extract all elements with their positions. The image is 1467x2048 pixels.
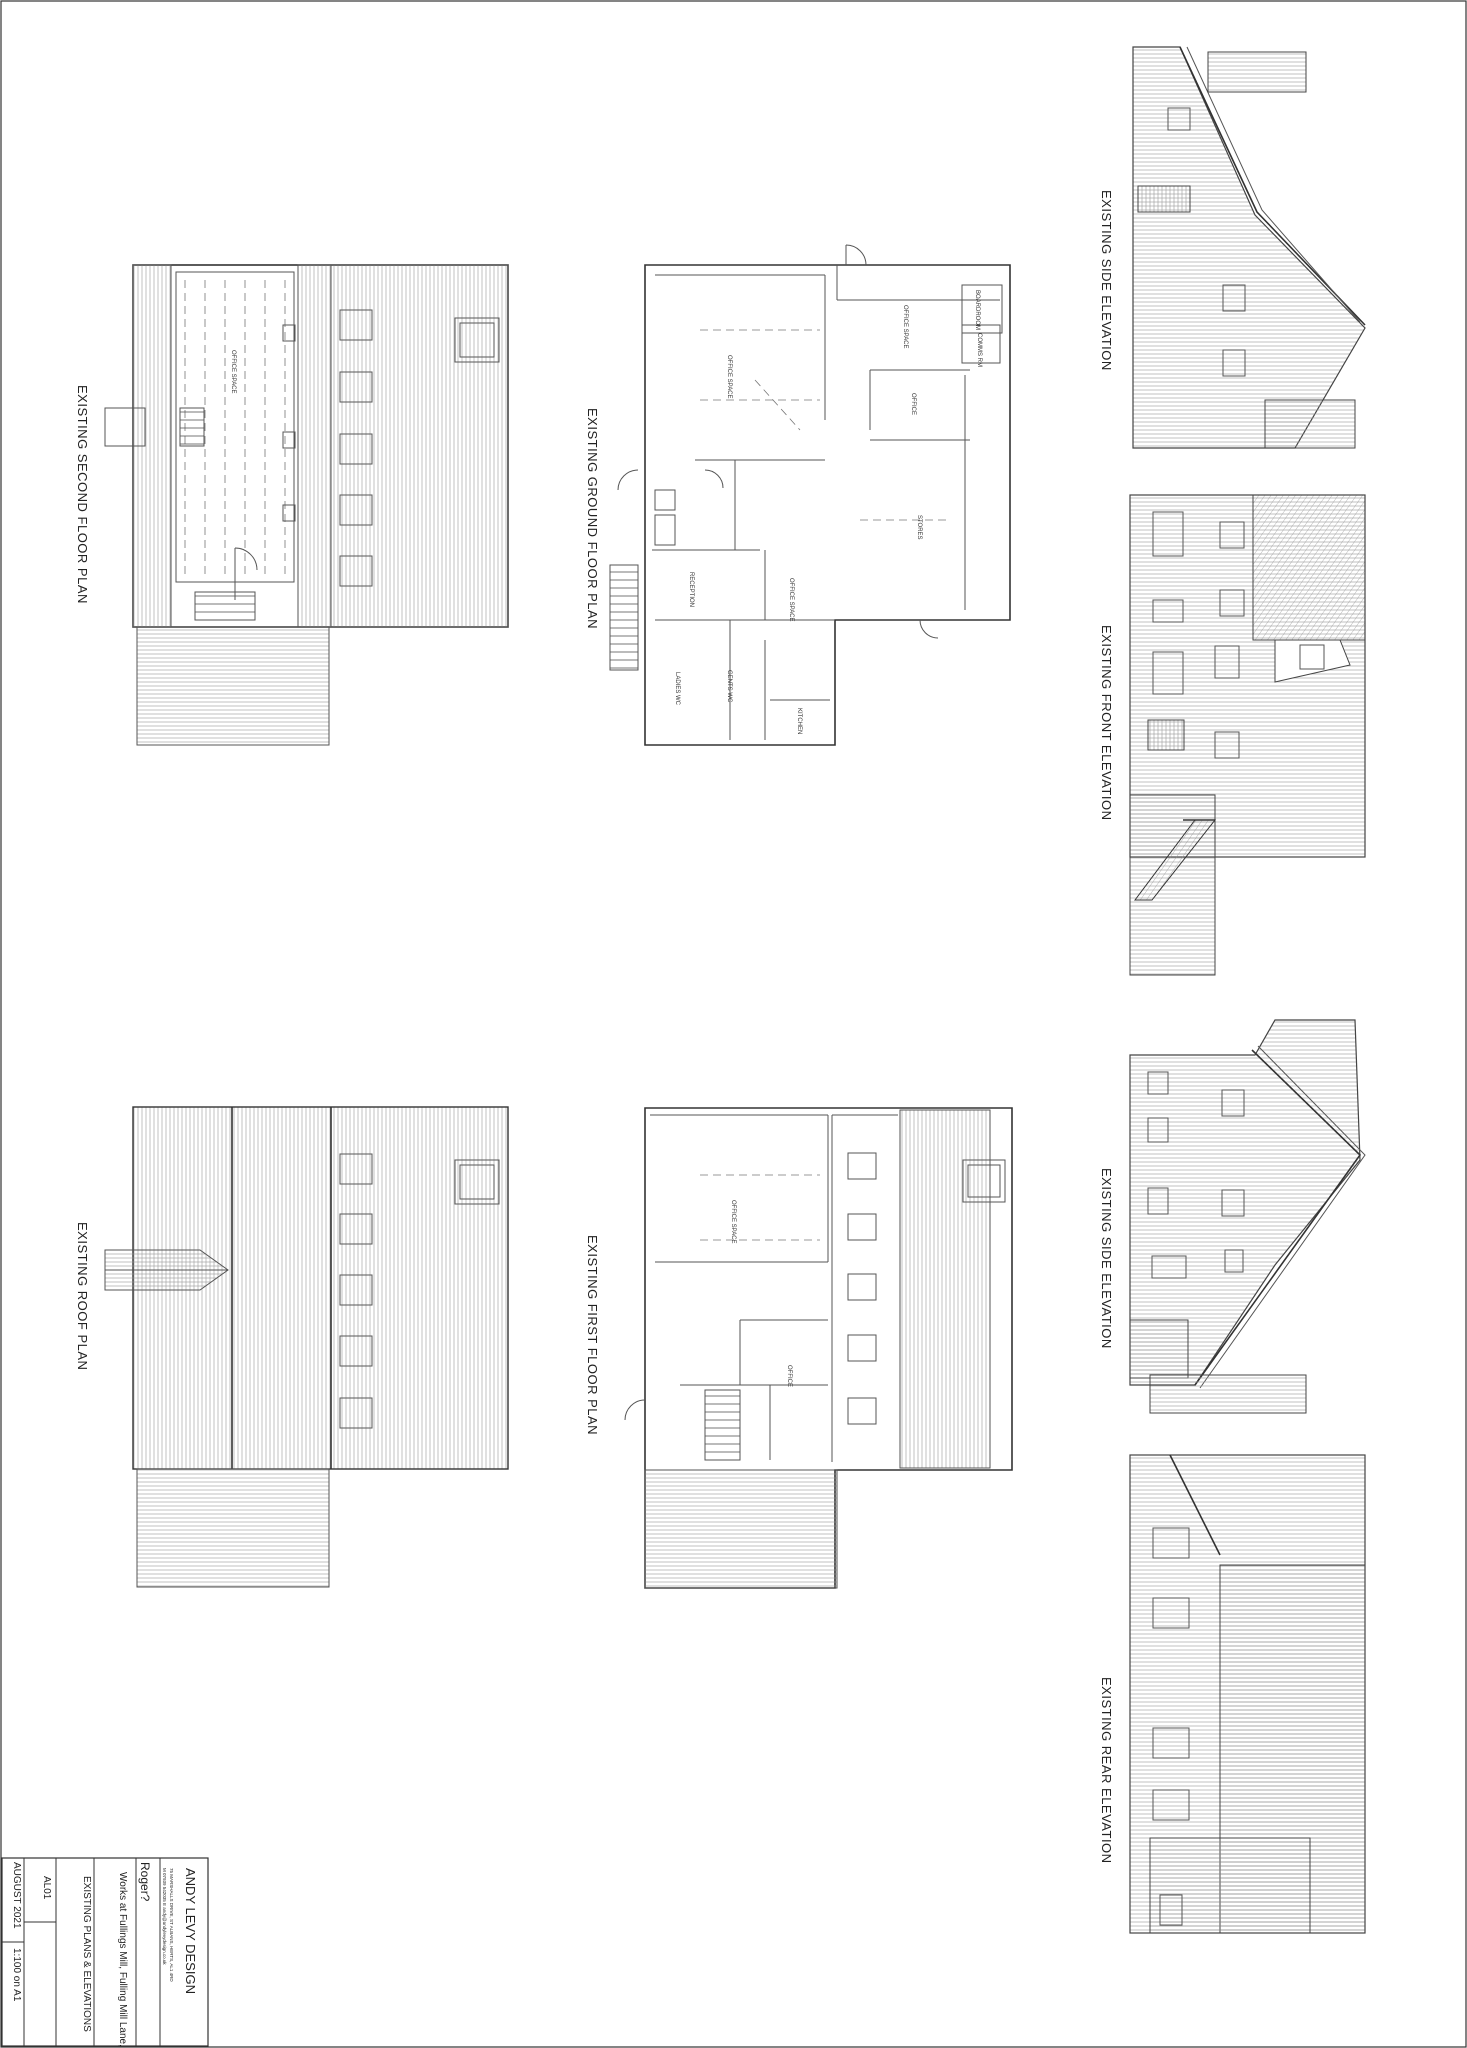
drawing-number: AL01	[41, 1876, 52, 1900]
room-label-boardroom: BOARDROOM	[974, 290, 980, 330]
room-label-gents-wc: GENTS WC	[726, 670, 732, 703]
title-roof-plan: EXISTING ROOF PLAN	[75, 1222, 90, 1370]
drawing-title: EXISTING PLANS & ELEVATIONS	[81, 1876, 92, 2032]
room-label-kitchen: KITCHEN	[796, 708, 802, 734]
room-label-office-space-2: OFFICE SPACE	[902, 305, 908, 349]
room-label-office-space: OFFICE SPACE	[230, 350, 236, 394]
room-label-first-office: OFFICE	[786, 1365, 792, 1387]
first-floor-plan: OFFICE SPACE OFFICE EXISTING FIRST FLOOR…	[585, 1107, 1013, 1589]
side-elevation-middle: EXISTING SIDE ELEVATION	[1099, 1019, 1366, 1414]
title-ground-floor-plan: EXISTING GROUND FLOOR PLAN	[585, 408, 600, 629]
drawing-scale: 1:100 on A1	[11, 1948, 22, 2002]
project-line: Works at Fullings Mill, Fulling Mill Lan…	[117, 1872, 128, 2048]
room-label-comms: COMMS RM	[976, 333, 982, 367]
second-floor-plan: OFFICE SPACE EXISTING SECOND FLOOR PLAN	[75, 264, 509, 746]
room-label-ladies-wc: LADIES WC	[674, 672, 680, 706]
project-text: Works at Fullings Mill, Fulling Mill Lan…	[117, 1872, 128, 2048]
title-block: ANDY LEVY DESIGN 75 MARSHALLS DRIVE, ST …	[1, 1857, 209, 2048]
ground-floor-plan: OFFICE SPACE OFFICE SPACE OFFICE STORES …	[585, 244, 1011, 746]
drawing-date: AUGUST 2021	[11, 1862, 22, 1929]
room-label-office: OFFICE	[910, 393, 916, 415]
title-side-elevation-1: EXISTING SIDE ELEVATION	[1099, 190, 1114, 371]
front-elevation: EXISTING FRONT ELEVATION	[1099, 494, 1366, 976]
firm-name: ANDY LEVY DESIGN	[183, 1868, 198, 1994]
side-elevation-top: EXISTING SIDE ELEVATION	[1099, 46, 1366, 449]
room-label-office-space-1: OFFICE SPACE	[726, 355, 732, 399]
client-name: Roger?	[138, 1862, 152, 1902]
room-label-first-office-space: OFFICE SPACE	[730, 1200, 736, 1244]
rear-elevation: EXISTING REAR ELEVATION	[1099, 1454, 1366, 1934]
firm-address: 75 MARSHALLS DRIVE, ST ALBANS, HERTS, AL…	[169, 1868, 174, 1982]
room-label-stores: STORES	[916, 515, 922, 540]
room-label-reception: RECEPTION	[688, 572, 694, 607]
firm-contact: M 07939 542035 E andy@andylevydesign.co.…	[162, 1868, 167, 1965]
title-front-elevation: EXISTING FRONT ELEVATION	[1099, 625, 1114, 820]
title-rear-elevation: EXISTING REAR ELEVATION	[1099, 1677, 1114, 1864]
room-label-office-space-3: OFFICE SPACE	[788, 578, 794, 622]
title-first-floor-plan: EXISTING FIRST FLOOR PLAN	[585, 1235, 600, 1435]
roof-plan: EXISTING ROOF PLAN	[75, 1106, 509, 1588]
title-side-elevation-2: EXISTING SIDE ELEVATION	[1099, 1168, 1114, 1349]
title-second-floor-plan: EXISTING SECOND FLOOR PLAN	[75, 385, 90, 604]
